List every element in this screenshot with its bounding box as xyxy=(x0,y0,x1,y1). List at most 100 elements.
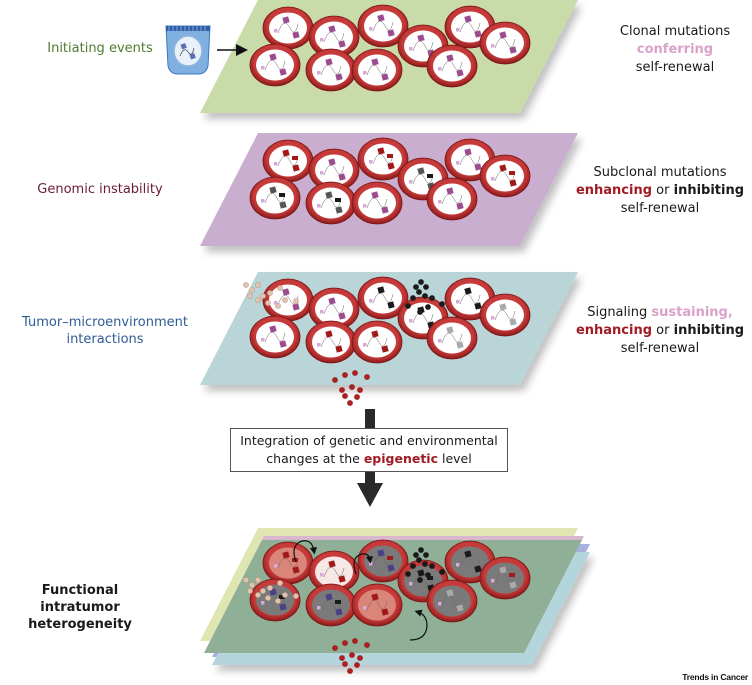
chromatin-strand xyxy=(494,309,516,321)
tumor-cell xyxy=(249,315,301,359)
gene-icon xyxy=(456,202,464,210)
gene-marker xyxy=(274,301,278,305)
signal-dot-black xyxy=(416,289,423,296)
signal-dot-red xyxy=(347,400,354,407)
signal-dot-black xyxy=(417,577,424,584)
signal-dot-black xyxy=(405,571,412,578)
gene-icon xyxy=(377,147,385,155)
tumor-cell xyxy=(426,177,478,221)
chromatin-strand xyxy=(323,164,345,176)
chromatin-strand xyxy=(366,64,388,76)
signal-dot-red xyxy=(342,640,349,647)
gene-icon xyxy=(509,46,517,54)
chromatin-strand xyxy=(366,197,388,209)
gene-marker xyxy=(456,28,460,32)
gene-marker xyxy=(320,573,324,577)
chromatin-strand xyxy=(441,60,463,72)
gene-marker xyxy=(363,71,367,75)
gene-icon xyxy=(269,186,277,194)
chromatin-strand xyxy=(323,303,345,315)
signal-dot-black xyxy=(423,284,430,291)
gene-marker xyxy=(274,29,278,33)
gene-icon xyxy=(338,40,346,48)
tumor-cell xyxy=(249,43,301,87)
signal-dot-beige xyxy=(246,588,253,595)
gene-marker xyxy=(317,343,321,347)
curved-arrow-icon xyxy=(293,540,317,563)
gene-marker xyxy=(363,204,367,208)
signal-dot-red xyxy=(332,377,339,384)
gene-icon xyxy=(446,187,454,195)
chromatin-strand xyxy=(264,331,286,343)
signal-dot-black xyxy=(439,569,446,576)
gene-icon xyxy=(279,201,287,209)
description-line: self-renewal xyxy=(620,201,700,216)
gene-icon xyxy=(417,569,425,577)
chromatin-strand xyxy=(323,566,345,578)
gene-marker xyxy=(456,563,460,567)
integration-pre: changes at the xyxy=(266,451,360,466)
gene-icon xyxy=(464,15,472,23)
gene-icon xyxy=(499,303,507,311)
chromatin-strand xyxy=(372,292,394,304)
gene-icon xyxy=(474,163,482,171)
gene-marker xyxy=(491,316,495,320)
signal-dot-red xyxy=(342,393,349,400)
gene-marker xyxy=(320,38,324,42)
gene-icon xyxy=(509,179,517,187)
integration-post: level xyxy=(441,451,472,466)
gene-marker xyxy=(491,177,495,181)
signal-dot-black xyxy=(439,301,446,308)
gene-marker xyxy=(491,579,495,583)
sustaining-text: sustaining, xyxy=(651,305,733,320)
gene-marker xyxy=(409,582,413,586)
epithelial-cell-icon xyxy=(165,25,211,75)
tumor-cell xyxy=(262,278,314,322)
signal-dot-black xyxy=(429,295,436,302)
chromatin-strand xyxy=(494,37,516,49)
tumor-cell xyxy=(249,176,301,220)
chromatin-strand xyxy=(412,312,434,324)
gene-icon xyxy=(446,54,454,62)
gene-icon xyxy=(377,549,385,557)
gene-icon xyxy=(325,593,333,601)
signaling-text: Signaling xyxy=(587,305,648,320)
gene-marker xyxy=(363,343,367,347)
signal-dot-beige xyxy=(293,593,300,600)
chromatin-strand xyxy=(494,170,516,182)
gene-marker xyxy=(438,67,442,71)
tumor-cell xyxy=(479,556,531,600)
chromatin-strand xyxy=(441,595,463,607)
gene-icon xyxy=(335,73,343,81)
arrow-down-icon xyxy=(357,409,383,507)
gene-icon xyxy=(456,341,464,349)
gene-icon xyxy=(474,302,482,310)
signal-dot-beige xyxy=(242,577,249,584)
chromatin-strand xyxy=(366,336,388,348)
gene-icon xyxy=(446,589,454,597)
gene-marker xyxy=(369,27,373,31)
gene-marker xyxy=(261,66,265,70)
signal-dot-red xyxy=(342,661,349,668)
label-line: Functional intratumor xyxy=(40,583,120,615)
gene-marker xyxy=(409,180,413,184)
chromatin-strand xyxy=(320,197,342,209)
gene-marker xyxy=(369,160,373,164)
chromatin-strand xyxy=(320,336,342,348)
tumor-cell xyxy=(308,15,360,59)
chromatin-strand xyxy=(441,193,463,205)
gene-icon xyxy=(417,34,425,42)
gene-icon xyxy=(269,53,277,61)
integration-box: Integration of genetic and environmental… xyxy=(230,428,508,472)
signal-dot-red xyxy=(332,645,339,652)
gene-icon xyxy=(328,158,336,166)
description-line: Clonal mutations xyxy=(619,24,731,39)
chromatin-strand xyxy=(372,153,394,165)
label-line: interactions xyxy=(66,332,144,347)
gene-icon xyxy=(282,16,290,24)
signal-dot-beige xyxy=(260,293,267,300)
signal-dot-beige xyxy=(246,293,253,300)
gene-icon xyxy=(279,340,287,348)
mutation-marker xyxy=(279,595,285,599)
signal-dot-beige xyxy=(248,582,255,589)
